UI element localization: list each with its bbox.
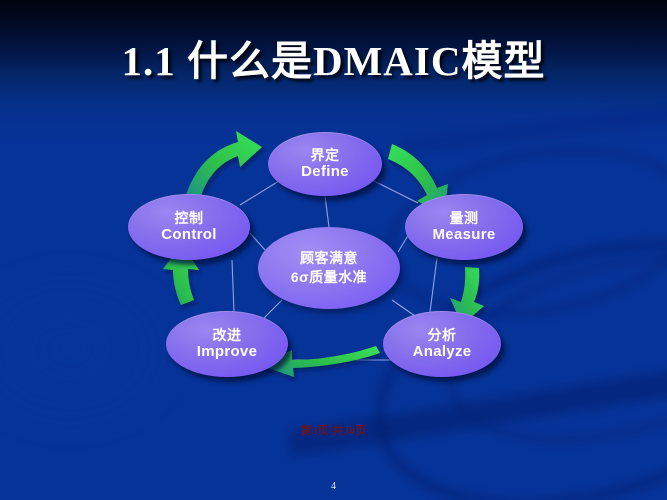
dmaic-node-improve[interactable]: 改进 Improve [166, 311, 288, 377]
center-label-line1: 顾客满意 [300, 250, 358, 267]
node-label-cn: 界定 [310, 146, 340, 163]
node-label-en: Control [161, 225, 217, 243]
node-label-cn: 改进 [212, 326, 242, 343]
slide-footer-note: 第3页/共30页 [300, 425, 367, 437]
slide-title: 1.1 什么是DMAIC模型 [121, 38, 546, 84]
node-label-cn: 控制 [174, 209, 204, 226]
dmaic-node-measure[interactable]: 量测 Measure [405, 194, 523, 260]
node-label-en: Define [301, 162, 349, 180]
dmaic-node-analyze[interactable]: 分析 Analyze [383, 311, 501, 377]
dmaic-node-control[interactable]: 控制 Control [128, 194, 250, 260]
node-label-cn: 量测 [449, 209, 479, 226]
node-label-cn: 分析 [427, 326, 457, 343]
node-label-en: Analyze [412, 342, 472, 360]
swirl-band-upper [397, 97, 667, 157]
node-label-en: Improve [196, 342, 258, 360]
slide-page-number: 4 [331, 481, 336, 492]
center-label-line2: 6σ质量水准 [290, 269, 368, 285]
dmaic-node-center[interactable]: 顾客满意 6σ质量水准 [258, 227, 400, 309]
dmaic-node-define[interactable]: 界定 Define [268, 132, 382, 196]
node-label-en: Measure [432, 225, 496, 243]
